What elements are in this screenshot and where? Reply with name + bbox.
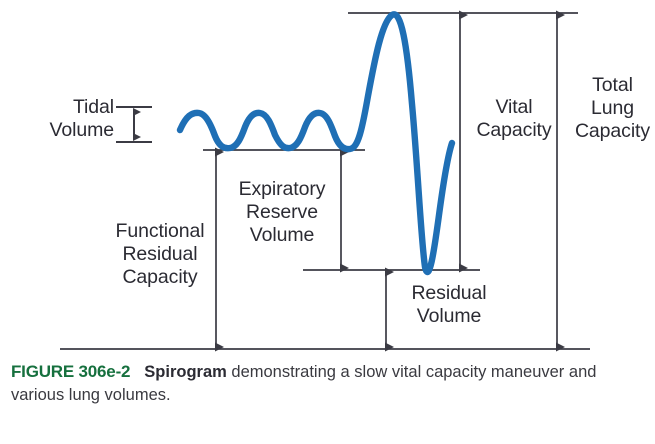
label-expiratory-reserve-volume: Expiratory Reserve Volume: [238, 178, 326, 246]
label-residual-volume: Residual Volume: [411, 282, 487, 327]
label-tidal-volume: Tidal Volume: [49, 96, 115, 141]
spirogram-svg: [60, 10, 590, 352]
label-functional-residual-capacity: Functional Residual Capacity: [115, 220, 205, 288]
spirogram-figure: Tidal Volume Functional Residual Capacit…: [49, 10, 651, 352]
spirogram-trace: [176, 11, 456, 276]
label-total-lung-capacity: Total Lung Capacity: [574, 74, 651, 142]
label-vital-capacity: Vital Capacity: [476, 96, 552, 141]
caption-term: Spirogram: [144, 363, 227, 381]
caption-body: demonstrating a slow vital capacity mane…: [11, 363, 597, 404]
figure-caption: FIGURE 306e-2 Spirogram demonstrating a s…: [11, 360, 641, 407]
figure-number: FIGURE 306e-2: [11, 362, 131, 381]
